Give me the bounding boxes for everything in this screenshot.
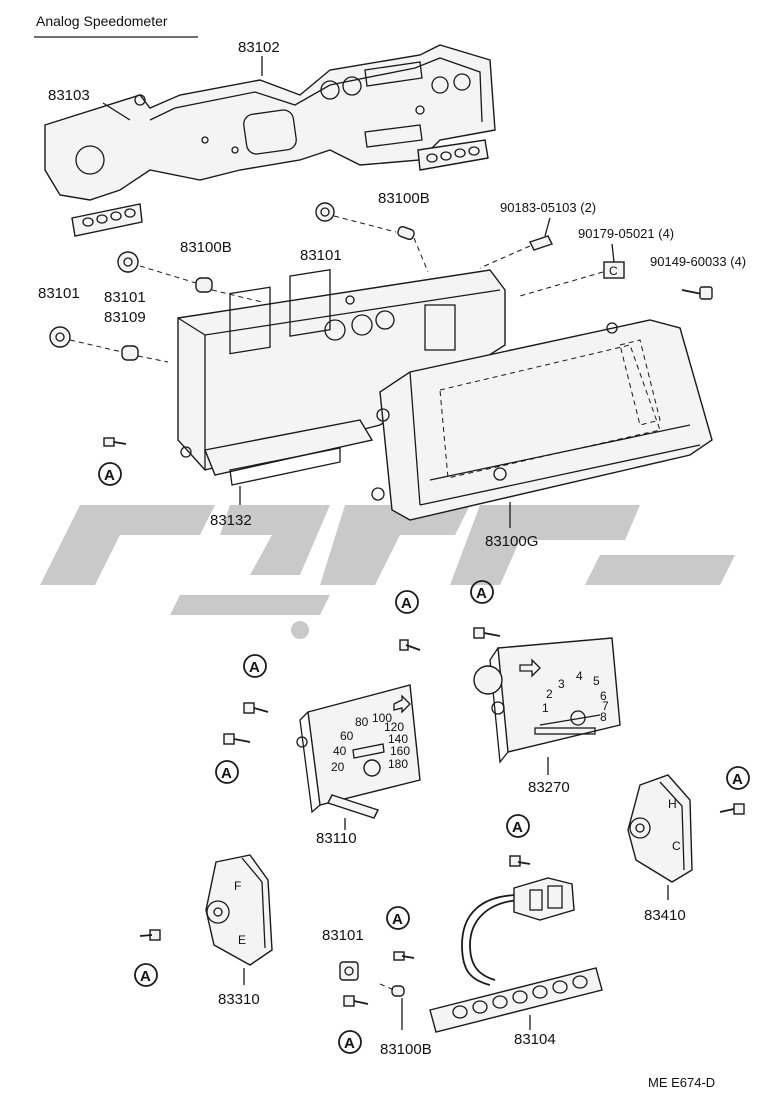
part-90179-label: 90179-05021 (4) <box>578 226 674 241</box>
part-83100B-bottom-label: 83100B <box>380 1041 432 1058</box>
speed-tick-140: 140 <box>388 732 408 746</box>
temperature-gauge: H C <box>627 774 693 883</box>
tacho-tick-3: 3 <box>558 677 565 691</box>
speed-tick-160: 160 <box>390 744 410 758</box>
bulb-socket-left <box>117 251 139 273</box>
mark-a-5-text: A <box>221 765 232 782</box>
part-83270-label: 83270 <box>528 779 570 796</box>
bulb-socket-far-left <box>49 326 71 348</box>
bulb-socket-bottom <box>339 961 359 981</box>
mark-a-4-text: A <box>249 659 260 676</box>
part-83101-bottom-label: 83101 <box>322 927 364 944</box>
part-83100B-top-label: 83100B <box>378 190 430 207</box>
meter-lens <box>371 319 713 521</box>
mark-a-6-text: A <box>732 771 743 788</box>
screw-a-5 <box>223 733 251 745</box>
part-83100B-left-label: 83100B <box>180 239 232 256</box>
tacho-tick-2: 2 <box>546 687 553 701</box>
reference-code: ME E674-D <box>648 1075 715 1090</box>
screw-a-left-upper <box>103 437 127 447</box>
bulb-83109 <box>121 345 139 361</box>
mark-a-10-text: A <box>512 819 523 836</box>
part-83101-left-label: 83101 <box>38 285 80 302</box>
tacho-tick-5: 5 <box>593 674 600 688</box>
part-83109-label: 83109 <box>104 309 146 326</box>
mark-a-1: A <box>98 462 122 486</box>
screw-a-8 <box>393 951 415 961</box>
part-90149-label: 90149-60033 (4) <box>650 254 746 269</box>
screw-a-9 <box>343 995 369 1007</box>
temp-letter-c: C <box>672 839 681 853</box>
speedometer: 20 40 60 80 100 120 140 160 180 <box>296 684 421 819</box>
mark-a-3-text: A <box>476 585 487 602</box>
part-83104-label: 83104 <box>514 1031 556 1048</box>
speed-tick-100: 100 <box>372 711 392 725</box>
screw-a-6 <box>719 803 745 815</box>
tacho-tick-1: 1 <box>542 701 549 715</box>
part-83410-label: 83410 <box>644 907 686 924</box>
speed-tick-180: 180 <box>388 757 408 771</box>
screw-90183 <box>529 235 553 251</box>
part-83100G-label: 83100G <box>485 533 538 550</box>
bulb-socket-top <box>315 202 335 222</box>
wire-harness <box>429 877 603 1033</box>
part-83101-mid-label: 83101 <box>104 289 146 306</box>
screw-a-2 <box>399 639 421 651</box>
mark-a-7-text: A <box>140 968 151 985</box>
speed-tick-120: 120 <box>384 720 404 734</box>
screw-a-4 <box>243 702 269 714</box>
wedge-bulb-bottom <box>391 985 405 997</box>
part-83103-label: 83103 <box>48 87 90 104</box>
mark-a-9-text: A <box>344 1035 355 1052</box>
temp-letter-h: H <box>668 797 677 811</box>
mark-a-8: A <box>386 906 410 930</box>
part-90183-label: 90183-05103 (2) <box>500 200 596 215</box>
fuel-letter-e: E <box>238 933 246 947</box>
mark-a-1-text: A <box>104 467 115 484</box>
mark-a-3: A <box>470 580 494 604</box>
diagram-title: Analog Speedometer <box>36 13 168 29</box>
tacho-tick-8: 8 <box>600 710 607 724</box>
mark-a-6: A <box>726 766 750 790</box>
screw-a-7 <box>139 929 161 941</box>
mark-a-9: A <box>338 1030 362 1054</box>
printed-circuit-board <box>44 44 496 237</box>
mark-a-2: A <box>395 590 419 614</box>
part-83102-label: 83102 <box>238 39 280 56</box>
tacho-tick-4: 4 <box>576 669 583 683</box>
speed-tick-20: 20 <box>331 760 345 774</box>
screw-90149 <box>681 286 713 300</box>
mark-a-5: A <box>215 760 239 784</box>
mark-a-2-text: A <box>401 595 412 612</box>
screw-a-3 <box>473 627 501 639</box>
part-83101-top-label: 83101 <box>300 247 342 264</box>
tacho-tick-7: 7 <box>602 699 609 713</box>
speed-tick-60: 60 <box>340 729 354 743</box>
tachometer: 1 2 3 4 5 6 7 8 <box>473 637 621 764</box>
mark-a-8-text: A <box>392 911 403 928</box>
mark-a-10: A <box>506 814 530 838</box>
tacho-tick-6: 6 <box>600 689 607 703</box>
mark-a-7: A <box>134 963 158 987</box>
wedge-bulb-left <box>195 277 213 293</box>
meter-case <box>177 268 506 486</box>
wedge-bulb-top <box>397 225 415 241</box>
screw-a-10 <box>509 855 531 867</box>
speed-tick-40: 40 <box>333 744 347 758</box>
part-83132-label: 83132 <box>210 512 252 529</box>
svg-text:C: C <box>609 264 618 278</box>
watermark-logo <box>40 505 735 639</box>
fuel-gauge: F E <box>205 854 273 966</box>
speed-tick-80: 80 <box>355 715 369 729</box>
part-83110-label: 83110 <box>316 830 357 847</box>
fuel-letter-f: F <box>234 879 241 893</box>
mark-a-4: A <box>243 654 267 678</box>
part-83310-label: 83310 <box>218 991 260 1008</box>
